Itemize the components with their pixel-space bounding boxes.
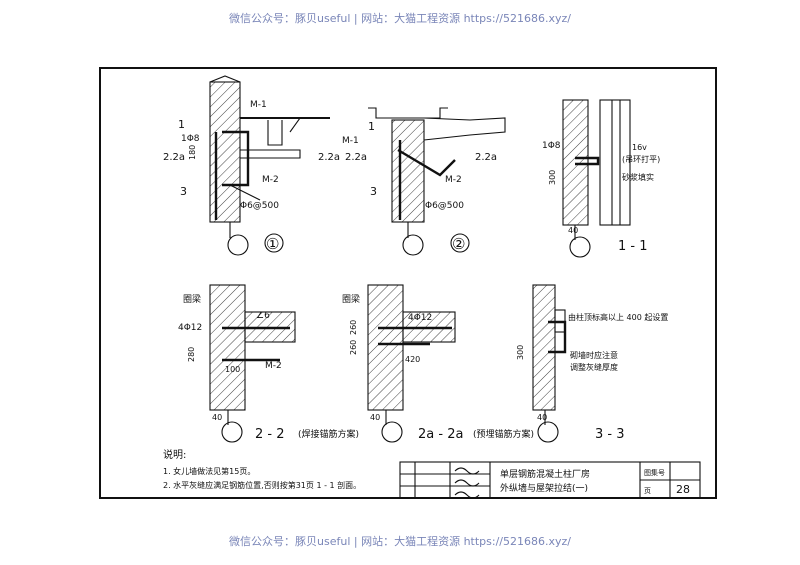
section-1-1: 1Φ8 300 40 16v (吊环打平) 砂浆填实 1 - 1 (542, 99, 660, 258)
section-2-2-title: 2 - 2 (255, 427, 285, 442)
section-2a-2a-subtitle: (预埋锚筋方案) (473, 428, 534, 440)
signature-3 (454, 491, 480, 499)
section-3-3-dim-300: 300 (516, 345, 525, 360)
section-1-1-title: 1 - 1 (618, 239, 648, 254)
detail-1-sec22a-left: 2.2a (163, 152, 185, 163)
notes: 说明: 1. 女儿墙做法见第15页。 2. 水平灰缝应满足钢筋位置,否则按第31… (163, 448, 361, 490)
section-2a-2a-dim-260b: 260 (349, 320, 358, 335)
title-page-label: 页 (644, 487, 651, 495)
section-3-3-wall (532, 284, 556, 411)
detail-2-wall (391, 119, 425, 223)
section-2-2-subtitle: (焊接锚筋方案) (298, 428, 359, 440)
section-2-2-wall (209, 284, 246, 411)
section-2a-2a: 圈梁 4Φ12 260 260 420 40 2a - 2a (预埋锚筋方案) (342, 284, 534, 443)
section-2-2: 圈梁 4Φ12 ∠6 280 100 40 M-2 2 - 2 (焊接锚筋方案) (178, 284, 359, 443)
section-2-2-weld: ∠6 (256, 311, 270, 321)
section-1-1-note-16: 16v (632, 143, 647, 152)
detail-2-sec3: 3 (370, 185, 377, 198)
signature-2 (454, 479, 480, 487)
section-2a-2a-dim-40: 40 (370, 413, 380, 422)
detail-2-sec22a-left: 2.2a (345, 152, 367, 163)
section-2a-2a-title: 2a - 2a (418, 427, 463, 442)
section-2-2-dim-100: 100 (225, 365, 240, 374)
section-2-2-rebar: 4Φ12 (178, 323, 202, 333)
section-1-1-rebar-label: 1Φ8 (542, 141, 561, 151)
title-line-2: 外纵墙与屋架拉结(一) (500, 482, 588, 494)
detail-2-sec1: 1 (368, 120, 375, 133)
section-1-1-note-flat: (吊环打平) (622, 154, 660, 164)
detail-1-wall (209, 81, 241, 223)
detail-2-m1: M-1 (342, 136, 359, 146)
section-3-3: 由柱顶标高以上 400 起设置 砌墙时应注意 调整灰缝厚度 300 40 3 -… (516, 284, 668, 443)
title-atlas-label: 图集号 (644, 468, 665, 477)
detail-1-m2: M-2 (262, 175, 279, 185)
section-2-2-m2: M-2 (265, 361, 282, 371)
notes-line-2: 2. 水平灰缝应满足钢筋位置,否则按第31页 1 - 1 剖面。 (163, 480, 361, 490)
signature-1 (454, 467, 480, 475)
detail-2-number: ② (452, 235, 465, 253)
detail-1-number: ① (266, 235, 279, 253)
detail-1-rebar-label: 1Φ8 (181, 134, 200, 144)
section-2a-2a-rebar: 4Φ12 (408, 313, 432, 323)
detail-1-dim: 180 (188, 145, 197, 160)
section-3-3-dim-40: 40 (537, 413, 547, 422)
section-3-3-note2: 砌墙时应注意 (570, 350, 618, 360)
section-2a-2a-dim-420: 420 (405, 355, 420, 364)
section-2a-2a-dim-260: 260 (349, 340, 358, 355)
title-block: 单层钢筋混凝土柱厂房 外纵墙与屋架拉结(一) 图集号 页 28 (399, 461, 701, 499)
detail-1-sec1: 1 (178, 118, 185, 131)
section-1-1-column (599, 99, 631, 226)
detail-2-sec22a-right: 2.2a (475, 152, 497, 163)
detail-1: 1Φ8 180 M-1 M-2 Φ6@500 1 2.2a 2.2a 3 ① (163, 75, 340, 256)
section-2a-2a-wall (367, 284, 404, 411)
watermark-top: 微信公众号：豚贝useful | 网站：大猫工程资源 https://52168… (229, 12, 571, 25)
section-1-1-wall (562, 99, 589, 226)
section-3-3-title: 3 - 3 (595, 427, 625, 442)
section-1-1-dim-40: 40 (568, 226, 578, 235)
watermark-bottom: 微信公众号：豚贝useful | 网站：大猫工程资源 https://52168… (229, 535, 571, 548)
section-3-3-note3: 调整灰缝厚度 (570, 362, 618, 372)
title-line-1: 单层钢筋混凝土柱厂房 (500, 468, 590, 480)
detail-2-m2: M-2 (445, 175, 462, 185)
detail-2: M-1 M-2 Φ6@500 1 2.2a 2.2a 3 ② (342, 107, 506, 256)
section-2a-2a-ring-beam-label: 圈梁 (342, 293, 360, 305)
detail-1-sec3: 3 (180, 185, 187, 198)
detail-1-m1: M-1 (250, 100, 267, 110)
section-1-1-note-grout: 砂浆填实 (622, 172, 654, 182)
section-3-3-note1: 由柱顶标高以上 400 起设置 (568, 312, 668, 322)
detail-2-tie: Φ6@500 (425, 201, 464, 211)
section-1-1-dim-300: 300 (548, 170, 557, 185)
detail-1-tie: Φ6@500 (240, 201, 279, 211)
notes-heading: 说明: (163, 448, 186, 461)
section-2-2-dim-280: 280 (187, 347, 196, 362)
title-page-number: 28 (676, 483, 690, 496)
notes-line-1: 1. 女儿墙做法见第15页。 (163, 466, 255, 476)
section-2-2-ring-beam-label: 圈梁 (183, 293, 201, 305)
section-2-2-dim-40: 40 (212, 413, 222, 422)
detail-1-sec22a-right: 2.2a (318, 152, 340, 163)
